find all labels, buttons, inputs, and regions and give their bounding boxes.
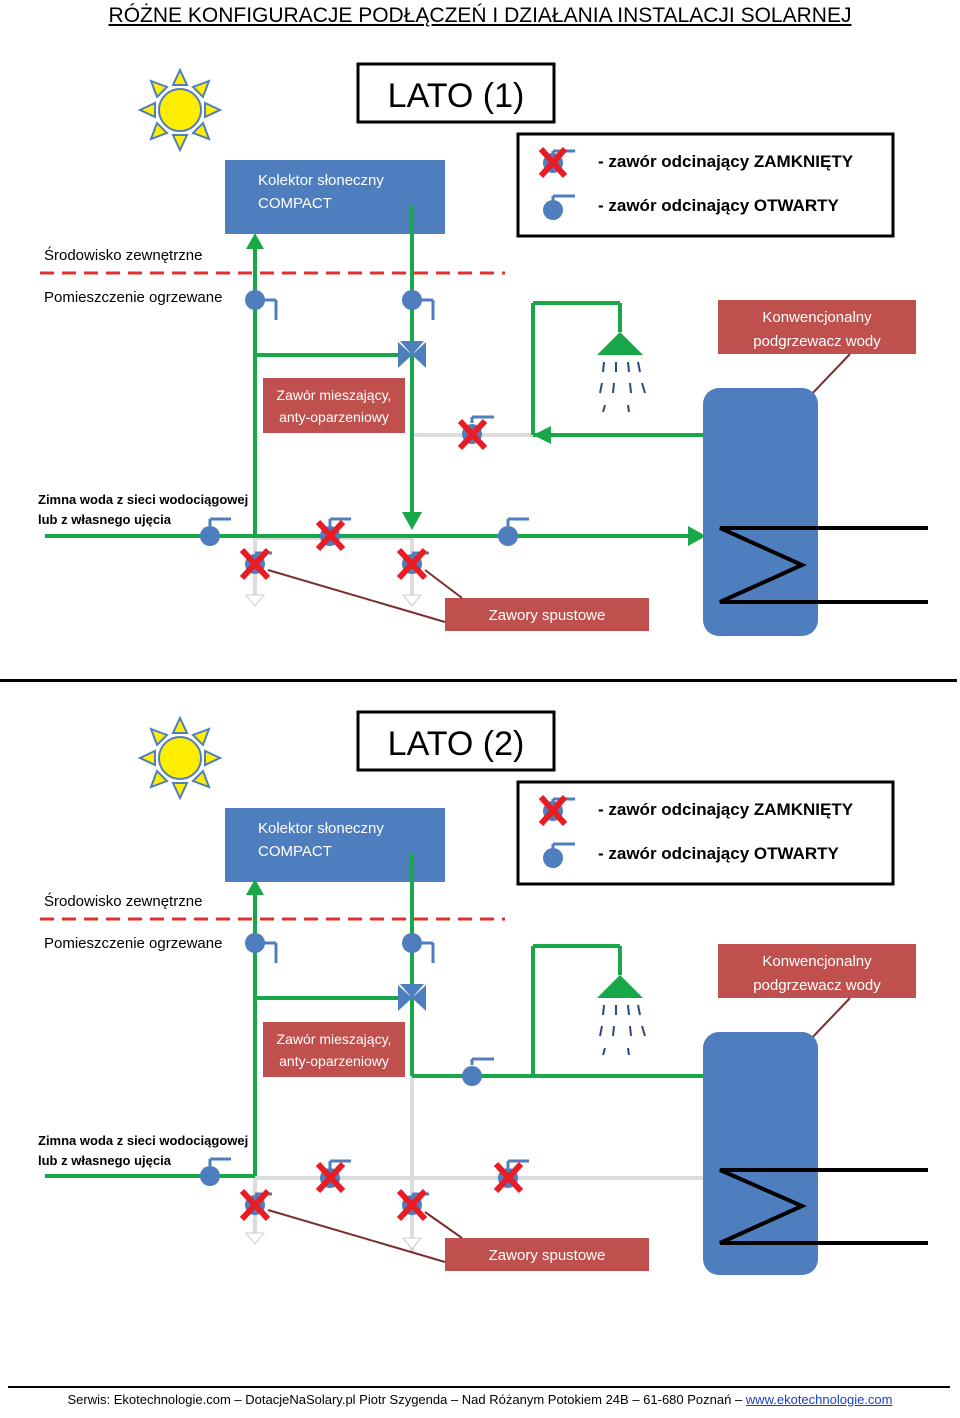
valve-heater-in[interactable] xyxy=(493,1159,529,1194)
inactive-pipes xyxy=(253,433,705,605)
drain-label: Zawory spustowe xyxy=(489,1247,606,1264)
valve-cold-mid[interactable] xyxy=(315,517,351,552)
drain-pointer-right xyxy=(424,569,463,599)
legend-open-valve-icon xyxy=(543,842,575,868)
drain-left-arrow xyxy=(244,594,266,607)
sun-icon xyxy=(137,715,223,801)
footer-divider xyxy=(8,1386,950,1388)
drain-pointer-right xyxy=(424,1211,463,1239)
shower-icon xyxy=(597,975,646,1056)
valve-bypass-top[interactable] xyxy=(457,415,494,451)
drain-right-arrow xyxy=(401,594,423,607)
diagram-title: LATO (1) xyxy=(388,77,525,115)
valve-supply-top[interactable] xyxy=(402,290,435,320)
mixing-label-1: Zawór mieszający, xyxy=(277,387,392,403)
mixing-valve-label-box xyxy=(263,378,405,433)
drain-label-box xyxy=(445,598,649,631)
valve-cold-in[interactable] xyxy=(200,1157,231,1186)
mixing-label-2: anty-oparzeniowy xyxy=(279,1053,389,1069)
flow-arrow-up xyxy=(246,233,264,249)
valve-cold-in[interactable] xyxy=(200,517,231,546)
cold-water-label-2: lub z własnego ujęcia xyxy=(38,512,172,527)
collector-label-1: Kolektor słoneczny xyxy=(258,172,384,189)
mixing-label-2: anty-oparzeniowy xyxy=(279,409,389,425)
legend-open-label: - zawór odcinający OTWARTY xyxy=(598,196,840,215)
heater-tank xyxy=(703,388,818,636)
cold-water-label-1: Zimna woda z sieci wodociągowej xyxy=(38,492,248,507)
outside-label: Środowisko zewnętrzne xyxy=(44,246,202,264)
mixing-valve-label-box xyxy=(263,1022,405,1077)
valve-drain-left[interactable] xyxy=(239,1188,272,1222)
collector-label-2: COMPACT xyxy=(258,195,332,212)
drain-pointer-left xyxy=(267,569,446,623)
legend-open-valve-icon xyxy=(543,194,575,220)
footer-link[interactable]: www.ekotechnologie.com xyxy=(745,1392,893,1407)
flow-arrow-left xyxy=(533,426,551,444)
inside-label: Pomieszczenie ogrzewane xyxy=(44,935,222,952)
sun-icon xyxy=(137,67,223,153)
legend-closed-label: - zawór odcinający ZAMKNIĘTY xyxy=(598,800,854,819)
heater-label-2: podgrzewacz wody xyxy=(753,333,881,350)
heater-label-1: Konwencjonalny xyxy=(762,309,872,326)
outside-label: Środowisko zewnętrzne xyxy=(44,892,202,910)
legend-box xyxy=(516,780,895,886)
heater-coil xyxy=(719,1168,928,1245)
diagram-lato-1: LATO (1) - zawór odcinający ZAMKNIĘTY - … xyxy=(0,50,960,690)
diagram-title: LATO (2) xyxy=(388,725,525,763)
valve-return-top[interactable] xyxy=(245,933,278,963)
valve-drain-left[interactable] xyxy=(239,547,272,581)
legend-closed-label: - zawór odcinający ZAMKNIĘTY xyxy=(598,152,854,171)
drain-label-box xyxy=(445,1238,649,1271)
valve-heater-in[interactable] xyxy=(498,517,529,546)
active-pipes xyxy=(45,205,705,538)
collector-label-2: COMPACT xyxy=(258,843,332,860)
legend-closed-valve-icon xyxy=(538,147,575,178)
heater-label-box xyxy=(718,300,916,354)
valve-supply-top[interactable] xyxy=(402,933,435,963)
legend-closed-valve-icon xyxy=(538,795,575,826)
valve-bypass-top[interactable] xyxy=(462,1057,494,1086)
heater-label-box xyxy=(718,944,916,998)
drain-pointer-left xyxy=(267,1209,446,1263)
title-box xyxy=(356,710,556,772)
legend-box xyxy=(516,132,895,238)
diagram-svg: LATO (2) - zawór odcinający ZAMKNIĘTY - … xyxy=(38,710,928,1275)
diagram-lato-2: LATO (2) - zawór odcinający ZAMKNIĘTY - … xyxy=(0,698,960,1338)
heater-tank xyxy=(703,1032,818,1275)
drain-label: Zawory spustowe xyxy=(489,607,606,624)
cold-water-label-2: lub z własnego ujęcia xyxy=(38,1153,172,1168)
mixing-valve-icon xyxy=(398,341,426,368)
valve-drain-right[interactable] xyxy=(396,547,429,581)
valve-cold-mid[interactable] xyxy=(315,1159,351,1194)
mixing-valve-icon xyxy=(398,984,426,1011)
title-box xyxy=(356,62,556,124)
section-divider xyxy=(0,679,957,682)
heater-label-1: Konwencjonalny xyxy=(762,953,872,970)
heater-label-2: podgrzewacz wody xyxy=(753,977,881,994)
mixing-label-1: Zawór mieszający, xyxy=(277,1031,392,1047)
drain-left-arrow xyxy=(244,1232,266,1245)
solar-collector xyxy=(225,808,445,882)
valve-drain-right[interactable] xyxy=(396,1188,429,1222)
heater-coil xyxy=(719,526,928,604)
diagram-svg: LATO (1) - zawór odcinający ZAMKNIĘTY - … xyxy=(38,62,928,636)
heater-pointer xyxy=(807,997,851,1043)
collector-label-1: Kolektor słoneczny xyxy=(258,820,384,837)
solar-collector xyxy=(225,160,445,234)
flow-arrow-up xyxy=(246,879,264,895)
legend-open-label: - zawór odcinający OTWARTY xyxy=(598,844,840,863)
drain-right-arrow xyxy=(401,1237,423,1250)
cold-water-label-1: Zimna woda z sieci wodociągowej xyxy=(38,1133,248,1148)
footer-text: Serwis: Ekotechnologie.com – DotacjeNaSo… xyxy=(67,1392,746,1407)
inside-label: Pomieszczenie ogrzewane xyxy=(44,289,222,306)
valve-return-top[interactable] xyxy=(245,290,278,320)
flow-arrow-down xyxy=(402,512,422,530)
footer: Serwis: Ekotechnologie.com – DotacjeNaSo… xyxy=(0,1392,960,1407)
heater-pointer xyxy=(807,353,851,399)
shower-icon xyxy=(597,332,646,413)
flow-arrow-right xyxy=(688,526,706,546)
page-title: RÓŻNE KONFIGURACJE PODŁĄCZEŃ I DZIAŁANIA… xyxy=(108,4,852,27)
